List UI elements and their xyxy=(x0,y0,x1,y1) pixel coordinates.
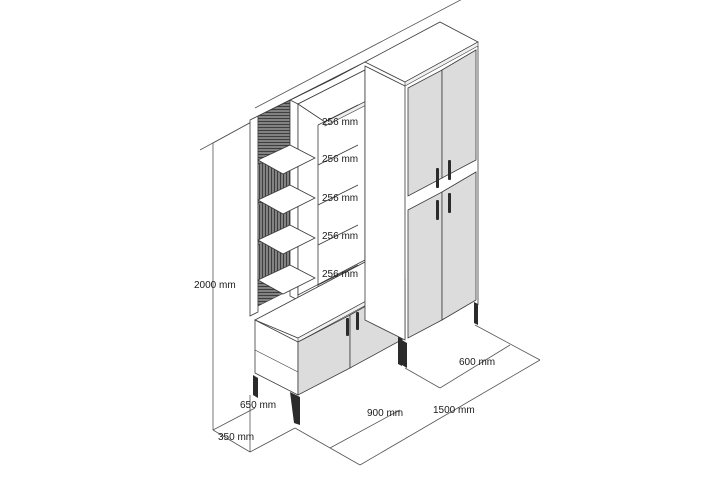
depth-label: 350 mm xyxy=(218,432,255,443)
shelf-spacing-label-2: 256 mm xyxy=(322,154,359,165)
handle-icon xyxy=(448,193,451,213)
handle-icon xyxy=(346,318,349,336)
shelves xyxy=(257,144,316,295)
total-width-label: 1500 mm xyxy=(433,405,475,416)
shelf-spacing-label-5: 256 mm xyxy=(322,269,359,280)
handle-icon xyxy=(436,168,439,188)
handle-icon xyxy=(356,312,359,330)
handle-icon xyxy=(436,200,439,220)
shelf-spacing-label-3: 256 mm xyxy=(322,193,359,204)
shelving-unit xyxy=(249,61,393,317)
dimension-lines xyxy=(199,0,541,466)
total-height-label: 2000 mm xyxy=(194,280,236,291)
shelf-spacing-label-4: 256 mm xyxy=(322,231,359,242)
cabinet-height-label: 650 mm xyxy=(240,400,277,411)
wardrobe-width-label: 600 mm xyxy=(459,357,496,368)
low-cabinet-width-label: 900 mm xyxy=(367,408,404,419)
tall-wardrobe xyxy=(364,21,479,368)
handle-icon xyxy=(448,160,451,180)
shelf-spacing-label-1: 256 mm xyxy=(322,117,359,128)
